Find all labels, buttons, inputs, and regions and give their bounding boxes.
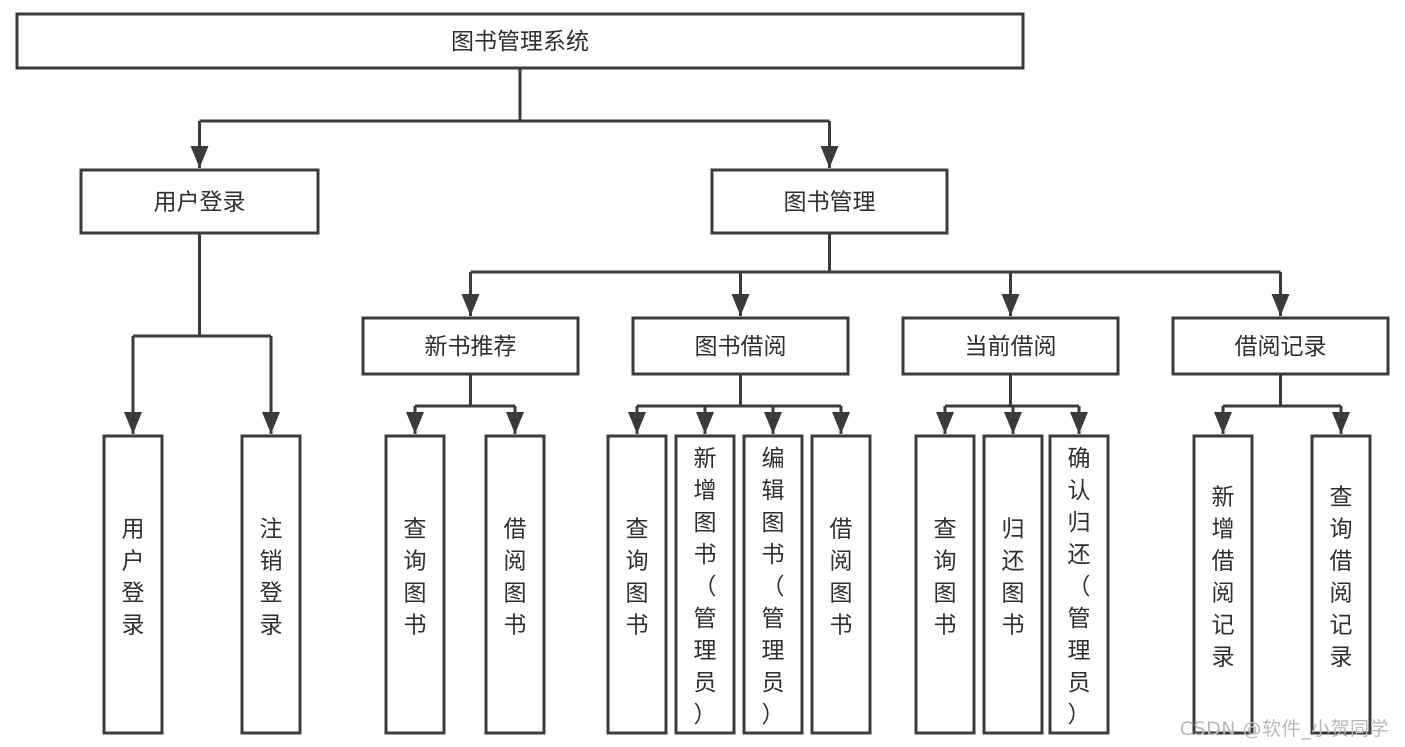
node-label: 查询图书 (404, 517, 427, 639)
node-label: 图书管理系统 (451, 29, 589, 55)
node-rect (1048, 434, 1110, 735)
node-label: 图书借阅 (695, 334, 787, 360)
node-rect (102, 434, 164, 735)
node-leaf-query-book-2[interactable]: 查询图书 (606, 434, 668, 735)
node-rect (674, 434, 736, 735)
node-label: 借阅记录 (1235, 334, 1327, 360)
node-label: 新增图书（管理员） (694, 446, 717, 728)
node-rect (810, 434, 872, 735)
node-label: 用户登录 (122, 517, 145, 639)
node-book-management[interactable]: 图书管理 (710, 168, 949, 235)
node-label: 借阅图书 (504, 517, 527, 639)
node-leaf-query-borrow-record[interactable]: 查询借阅记录 (1310, 434, 1372, 735)
node-borrow-record[interactable]: 借阅记录 (1171, 316, 1390, 376)
node-label: 用户登录 (154, 190, 246, 216)
node-rect (901, 316, 1120, 376)
node-root-system[interactable]: 图书管理系统 (15, 12, 1025, 70)
arrow-head-icon (696, 412, 714, 434)
node-label: 当前借阅 (965, 334, 1057, 360)
node-rect (631, 316, 850, 376)
node-rect (1171, 316, 1390, 376)
node-current-borrow[interactable]: 当前借阅 (901, 316, 1120, 376)
arrow-head-icon (461, 294, 480, 316)
node-label: 注销登录 (260, 517, 283, 639)
arrow-head-icon (1271, 294, 1290, 316)
node-rect (384, 434, 446, 735)
arrow-head-icon (764, 412, 782, 434)
node-label: 查询图书 (626, 517, 649, 639)
arrow-head-icon (731, 294, 750, 316)
arrow-head-icon (936, 412, 954, 434)
node-leaf-return-book[interactable]: 归还图书 (982, 434, 1044, 735)
node-leaf-edit-book[interactable]: 编辑图书（管理员） (742, 434, 804, 735)
node-leaf-borrow-book-1[interactable]: 借阅图书 (484, 434, 546, 735)
node-user-login[interactable]: 用户登录 (79, 168, 320, 235)
arrow-head-icon (262, 412, 280, 434)
node-rect (742, 434, 804, 735)
node-label: 查询借阅记录 (1330, 485, 1353, 671)
arrow-head-icon (1332, 412, 1350, 434)
node-rect (914, 434, 976, 735)
node-label: 查询图书 (934, 517, 957, 639)
arrow-head-icon (124, 412, 142, 434)
node-label: 图书管理 (784, 190, 876, 216)
node-rect (710, 168, 949, 235)
node-label: 新书推荐 (425, 334, 517, 360)
node-label: 归还图书 (1002, 517, 1025, 639)
arrow-head-icon (820, 146, 839, 168)
node-leaf-confirm-return[interactable]: 确认归还（管理员） (1048, 434, 1110, 735)
node-leaf-user-logout[interactable]: 注销登录 (240, 434, 302, 735)
node-layer: 图书管理系统用户登录图书管理新书推荐图书借阅当前借阅借阅记录用户登录注销登录查询… (15, 12, 1390, 735)
node-label: 编辑图书（管理员） (762, 446, 785, 728)
node-label: 新增借阅记录 (1212, 485, 1235, 671)
node-rect (240, 434, 302, 735)
node-rect (15, 12, 1025, 70)
node-leaf-borrow-book-2[interactable]: 借阅图书 (810, 434, 872, 735)
node-leaf-add-book[interactable]: 新增图书（管理员） (674, 434, 736, 735)
arrow-head-icon (1214, 412, 1232, 434)
node-new-book-recommend[interactable]: 新书推荐 (361, 316, 580, 376)
node-label: 确认归还（管理员） (1068, 446, 1091, 728)
arrow-head-icon (832, 412, 850, 434)
node-rect (1310, 434, 1372, 735)
node-rect (1192, 434, 1254, 735)
arrow-head-icon (1004, 412, 1022, 434)
arrow-head-icon (190, 146, 209, 168)
node-label: 借阅图书 (830, 517, 853, 639)
connector-layer (124, 68, 1350, 434)
node-book-borrow[interactable]: 图书借阅 (631, 316, 850, 376)
arrow-head-icon (406, 412, 424, 434)
node-leaf-add-borrow-record[interactable]: 新增借阅记录 (1192, 434, 1254, 735)
node-leaf-query-book-3[interactable]: 查询图书 (914, 434, 976, 735)
node-leaf-query-book-1[interactable]: 查询图书 (384, 434, 446, 735)
arrow-head-icon (628, 412, 646, 434)
node-rect (606, 434, 668, 735)
arrow-head-icon (1070, 412, 1088, 434)
arrow-head-icon (506, 412, 524, 434)
arrow-head-icon (1001, 294, 1020, 316)
node-rect (361, 316, 580, 376)
node-leaf-user-login[interactable]: 用户登录 (102, 434, 164, 735)
node-rect (982, 434, 1044, 735)
node-rect (79, 168, 320, 235)
node-rect (484, 434, 546, 735)
